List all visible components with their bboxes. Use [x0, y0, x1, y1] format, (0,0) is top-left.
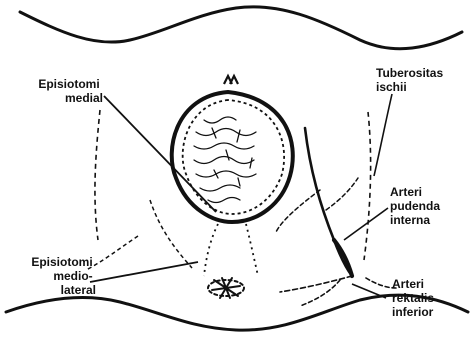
leader-arteri-pudenda — [344, 208, 388, 240]
vaginal-rugae-texture — [194, 117, 256, 203]
right-gluteal-contour — [364, 112, 371, 260]
leader-episiotomi-mediolateral — [90, 262, 198, 282]
left-gluteal-contour — [95, 110, 100, 240]
inferior-rectal-artery — [280, 276, 396, 306]
label-episiotomi-mediolateral: Episiotomi medio- lateral — [31, 255, 96, 297]
leader-tuberositas-ischii — [374, 94, 392, 176]
perineal-dotted-left — [204, 224, 218, 276]
perineal-dotted-right — [246, 224, 258, 276]
vulva-outline — [172, 92, 293, 222]
label-arteri-pudenda-interna: Arteri pudenda interna — [390, 185, 443, 227]
clitoral-hood — [224, 76, 238, 84]
body-outline-top — [20, 7, 462, 49]
leader-arteri-rektalis — [352, 284, 386, 298]
label-tuberositas-ischii: Tuberositas ischii — [376, 66, 446, 94]
left-vessels — [86, 200, 192, 270]
internal-pudendal-artery — [276, 128, 358, 276]
anus-mark — [208, 278, 244, 298]
label-arteri-rektalis-inferior: Arteri rektalis inferior — [392, 277, 437, 319]
label-episiotomi-medial: Episiotomi medial — [38, 77, 103, 105]
